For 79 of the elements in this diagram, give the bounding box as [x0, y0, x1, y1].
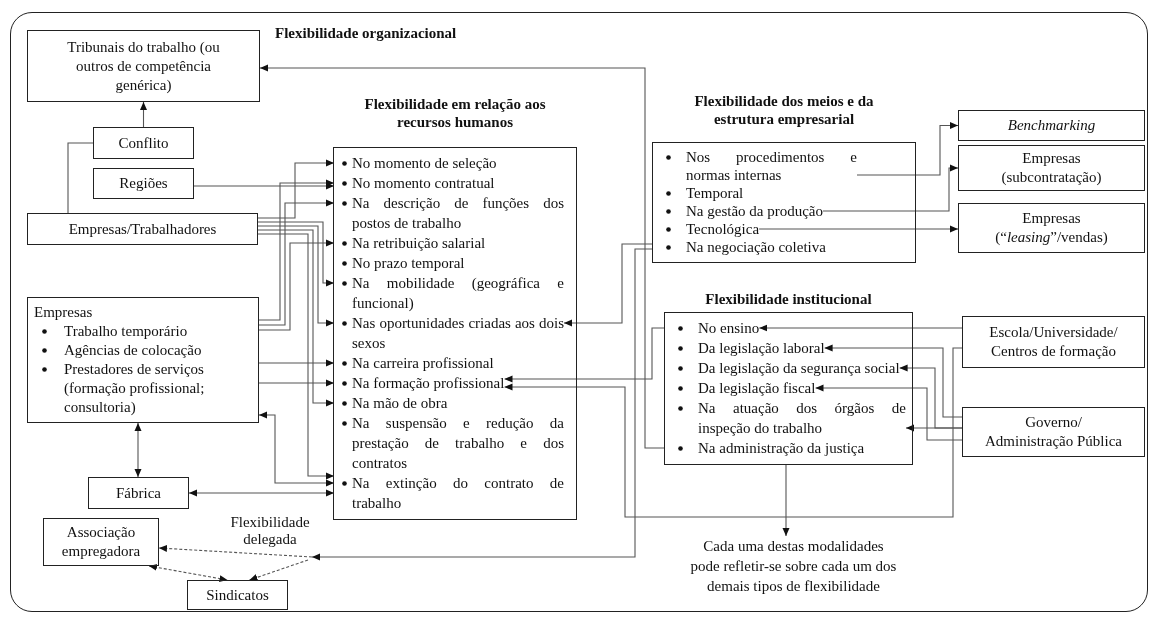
- arrow: [257, 221, 335, 287]
- dashed-arrow: [248, 559, 309, 581]
- list-item: Na negociação coletiva: [686, 239, 826, 255]
- arrow: [503, 327, 666, 383]
- list-item: Na carreira profissional: [352, 355, 494, 371]
- process-box: Empresas (“leasing”/vendas): [958, 203, 1145, 253]
- list-item: Na gestão da produção: [686, 203, 824, 219]
- process-box: Empresas/Trabalhadores: [27, 213, 258, 245]
- arrow: [257, 229, 335, 407]
- arrow: [824, 344, 963, 418]
- arrow: [822, 164, 959, 212]
- list-item: Na administração da justiça: [698, 440, 865, 456]
- process-box: Fábrica: [88, 477, 189, 509]
- arrow: [258, 359, 335, 367]
- list-item: Agências de colocação: [64, 342, 202, 358]
- list-item: Nas oportunidades criadas aos dois sexos: [352, 315, 564, 351]
- section-heading: Flexibilidade institucional: [704, 290, 873, 308]
- arrow: [814, 384, 963, 441]
- list-item: Prestadores de serviços (formação profissional; consultoria): [64, 361, 205, 415]
- list-item: Na mão de obra: [352, 395, 448, 411]
- arrow: [257, 225, 335, 327]
- list-item: Da legislação fiscal: [698, 380, 816, 396]
- section-heading: Flexibilidade dos meios e da estrutura empresarial: [693, 92, 875, 128]
- list-item: No prazo temporal: [352, 255, 465, 271]
- list-box: [27, 297, 259, 423]
- arrow: [258, 239, 335, 331]
- list-item: Trabalho temporário: [64, 323, 188, 339]
- dashed-arrow: [158, 545, 313, 558]
- list-item: Na formação profissional: [352, 375, 505, 391]
- arrow: [503, 347, 963, 518]
- arrow: [782, 464, 790, 537]
- list-item: Na descrição de funções dos postos de trabalho: [352, 195, 564, 231]
- arrow: [258, 199, 335, 326]
- process-box: Governo/ Administração Pública: [962, 407, 1145, 457]
- list-item: No momento de seleção: [352, 155, 497, 171]
- dashed-arrow: [148, 563, 229, 583]
- arrow: [134, 422, 142, 478]
- arrow: [905, 424, 963, 432]
- list-item: Na extinção do contrato de trabalho: [352, 475, 564, 511]
- list-item: Na mobilidade (geográfica e funcional): [352, 275, 564, 311]
- list-item: No ensino: [698, 320, 760, 336]
- arrow: [563, 243, 654, 327]
- arrow: [188, 489, 335, 497]
- arrow: [258, 379, 335, 387]
- list-item: Na suspensão e redução da prestação de trabalho e dos contratos: [352, 415, 564, 471]
- list-item: Nos procedimentos e normas internas: [686, 149, 857, 183]
- process-box: Conflito: [93, 127, 194, 159]
- process-box: Empresas (subcontratação): [958, 145, 1145, 191]
- list-item: Tecnológica: [686, 221, 760, 237]
- arrow: [258, 179, 335, 321]
- arrow: [257, 233, 335, 480]
- connector-line: [67, 142, 94, 214]
- process-box: Benchmarking: [958, 110, 1145, 141]
- arrow: [758, 324, 963, 332]
- section-heading: Flexibilidade em relação aos recursos humanos: [363, 95, 547, 131]
- arrow: [259, 64, 666, 449]
- process-box: Regiões: [93, 168, 194, 199]
- arrow: [758, 225, 959, 233]
- list-item: Temporal: [686, 185, 744, 201]
- list-item: Na atuação dos órgãos de inspeção do trabalho: [698, 400, 906, 436]
- arrow: [140, 101, 147, 128]
- note-text: Cada uma destas modalidades pode refletir-se sobre cada um dos demais tipos de flexibilidade: [690, 536, 897, 596]
- list-item: No momento contratual: [352, 175, 495, 191]
- arrow: [311, 248, 654, 561]
- process-box: Associação empregadora: [43, 518, 159, 566]
- list-item: Na retribuição salarial: [352, 235, 486, 251]
- frame-panel: [10, 12, 1148, 612]
- annotation-text: Flexibilidade delegada: [228, 514, 312, 560]
- arrow: [193, 182, 335, 190]
- list-item: Da legislação da segurança social: [698, 360, 900, 376]
- list-item: Da legislação laboral: [698, 340, 825, 356]
- process-box: Sindicatos: [187, 580, 288, 610]
- arrow: [258, 411, 335, 487]
- arrow: [856, 122, 959, 176]
- arrow: [257, 159, 335, 219]
- process-box: Tribunais do trabalho (ou outros de competência genérica): [27, 30, 260, 102]
- box-heading: Empresas: [34, 303, 94, 322]
- process-box: Escola/Universidade/ Centros de formação: [962, 316, 1145, 368]
- frame-heading: Flexibilidade organizacional: [275, 24, 457, 42]
